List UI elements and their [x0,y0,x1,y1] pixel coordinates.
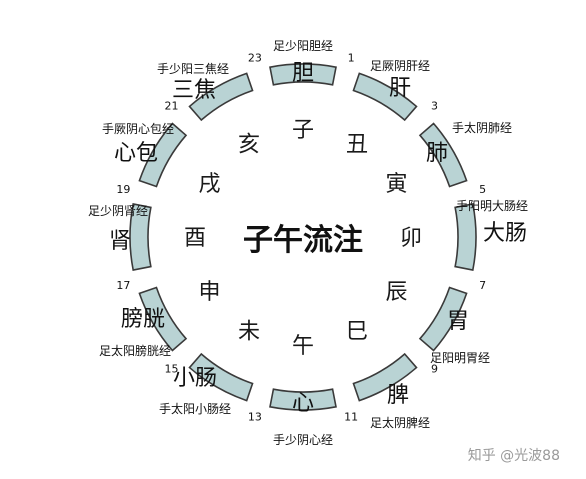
diagram-title: 子午流注 [243,223,363,258]
time-segment [129,203,152,271]
time-segment [454,203,477,271]
organ-label: 小肠 [173,366,217,391]
hour-label: 19 [116,183,130,196]
hour-label: 9 [431,363,438,376]
hour-label: 11 [344,411,358,424]
hour-label: 17 [116,279,130,292]
branch-label: 辰 [386,280,408,305]
meridian-label: 手太阳小肠经 [159,401,231,416]
organ-label: 肝 [389,76,411,101]
meridian-label: 足太阳膀胱经 [99,343,171,358]
time-segment [138,286,188,352]
branch-label: 酉 [184,226,206,251]
segment-ring [129,63,477,411]
branch-label: 午 [292,334,314,359]
time-segment [188,352,254,402]
branch-label: 卯 [400,226,422,251]
hour-label: 23 [248,51,262,64]
hour-label: 13 [248,411,262,424]
meridian-label: 手少阳三焦经 [157,62,229,76]
hour-label: 7 [479,279,486,292]
organ-label: 肾 [109,229,131,254]
hour-label: 3 [431,99,438,112]
organ-label: 膀胱 [121,307,165,332]
hour-label: 1 [348,51,355,64]
meridian-label: 手少阴心经 [273,433,333,447]
time-segment [418,122,468,188]
meridian-label: 手厥阴心包经 [102,122,174,136]
organ-label: 三焦 [172,78,216,103]
organ-label: 大肠 [483,221,527,246]
time-segment [352,72,418,122]
branch-label: 未 [238,320,260,345]
meridian-label: 足阳明胃经 [430,351,490,365]
branch-label: 亥 [238,132,260,157]
meridian-label: 足太阴脾经 [370,415,430,430]
branch-label: 巳 [346,320,368,345]
branch-label: 申 [198,280,220,305]
meridian-label: 足少阴肾经 [88,204,148,218]
time-segment [188,72,254,122]
organ-label: 肺 [426,141,448,166]
branch-label: 丑 [346,132,368,157]
time-segment [138,122,188,188]
hour-label: 21 [164,99,178,112]
hour-label: 15 [164,363,178,376]
branch-label: 戌 [198,172,220,197]
branch-label: 子 [292,118,314,143]
organ-label: 胆 [292,61,314,86]
organ-label: 心包 [114,141,158,166]
time-segment [269,63,337,86]
meridian-label: 手阳明大肠经 [456,199,528,213]
time-segment [352,352,418,402]
hour-label: 5 [479,183,486,196]
branch-label: 寅 [386,172,408,197]
organ-label: 脾 [387,383,409,408]
organ-label: 胃 [447,309,469,334]
time-segment [418,286,468,352]
organ-label: 心 [292,391,314,416]
time-segment [269,388,337,411]
meridian-label: 足厥阴肝经 [370,59,430,73]
watermark-text: 知乎 @光波88 [468,447,560,464]
meridian-label: 手太阴肺经 [452,120,512,135]
meridian-label: 足少阳胆经 [273,39,333,53]
